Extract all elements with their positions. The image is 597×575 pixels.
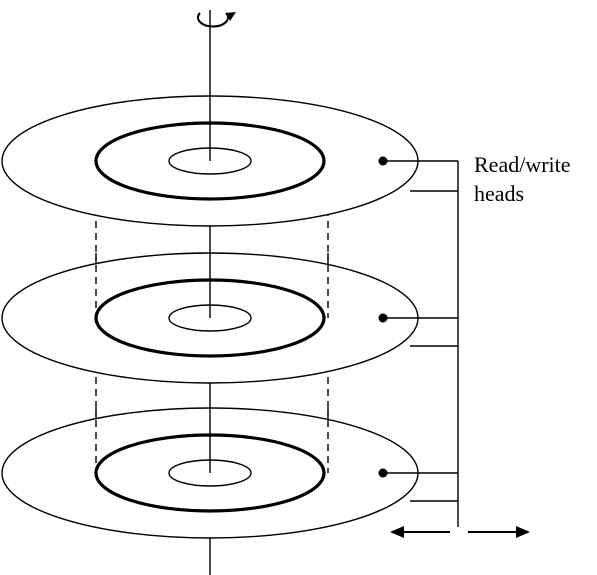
platter-top	[1, 95, 419, 227]
rotation-arrow-icon	[197, 12, 236, 28]
read-write-head	[378, 468, 388, 478]
platter-bottom	[1, 407, 419, 539]
read-write-head	[378, 313, 388, 323]
head-actuator	[383, 160, 459, 527]
heads-label-line1: Read/write	[474, 152, 571, 177]
read-write-head	[378, 156, 388, 166]
actuator-movement-arrows	[390, 526, 530, 538]
platter-middle	[1, 252, 419, 384]
heads-label-line2: heads	[474, 181, 524, 206]
